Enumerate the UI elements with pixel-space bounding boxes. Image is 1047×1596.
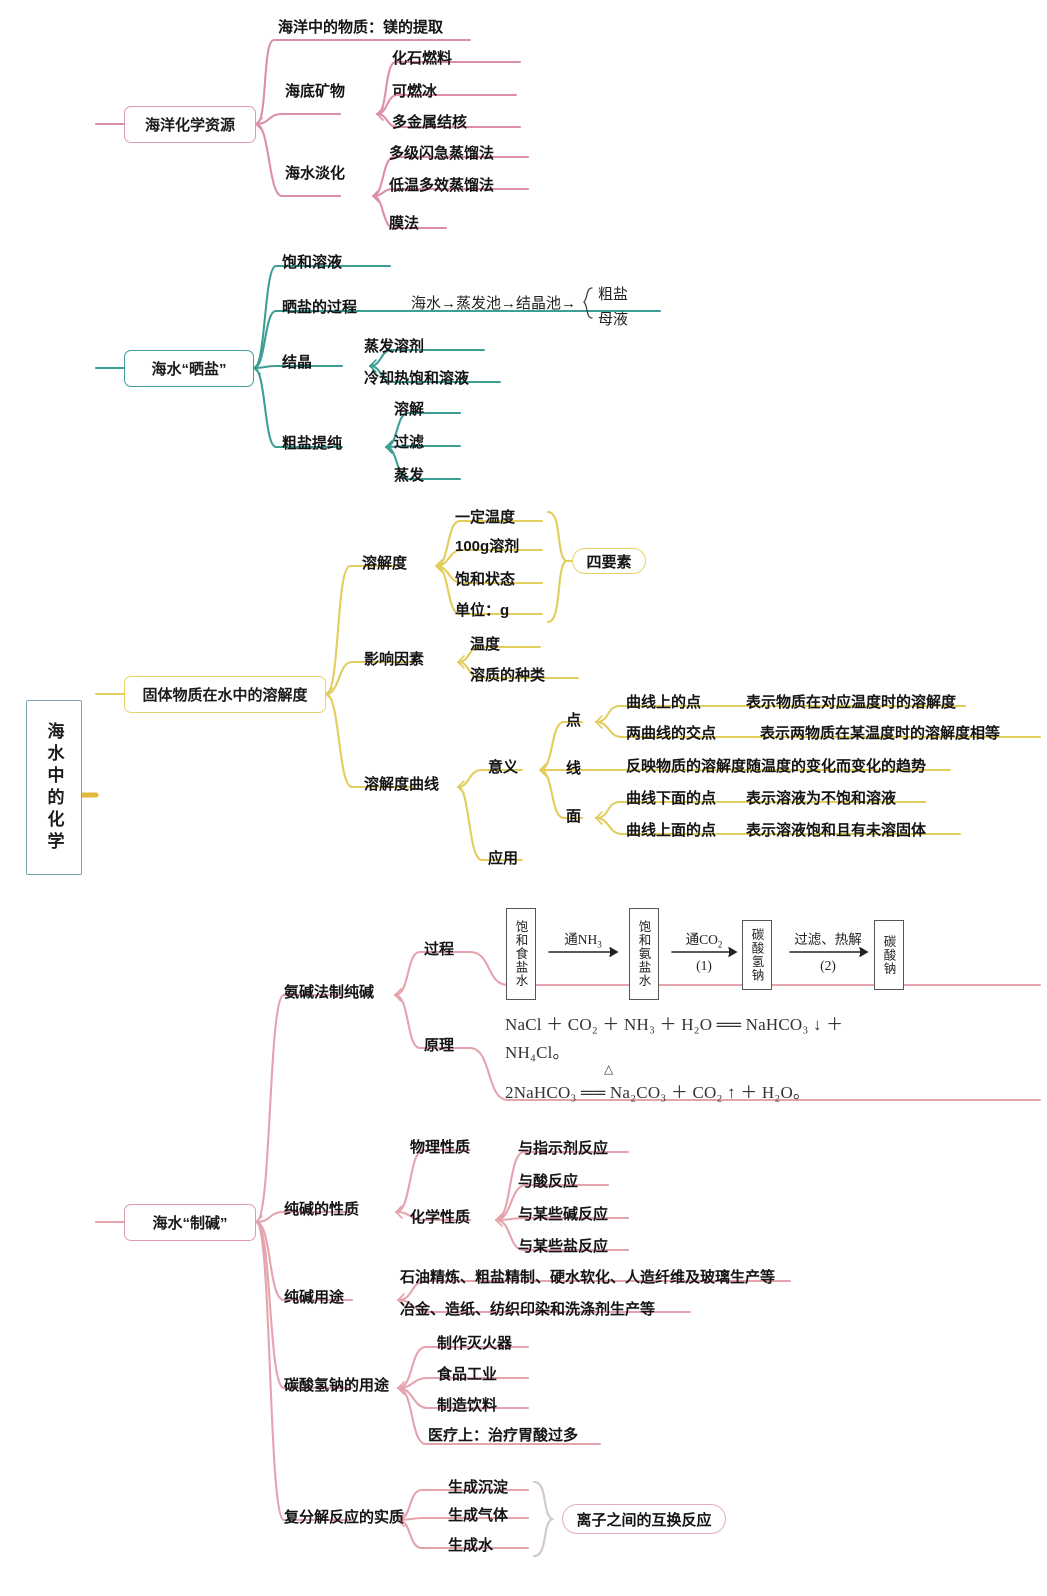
subbranch-metathesis-essence[interactable]: 复分解反应的实质 bbox=[284, 1509, 405, 1526]
leaf-form-water[interactable]: 生成水 bbox=[448, 1537, 494, 1554]
leaf-flammable-ice[interactable]: 可燃冰 bbox=[392, 83, 438, 100]
leaf-point-on-curve[interactable]: 曲线上的点 bbox=[626, 694, 702, 711]
root-node-label: 海水中的化学 bbox=[44, 721, 64, 854]
leaf-membrane-method[interactable]: 膜法 bbox=[389, 215, 420, 232]
leaf-chemical-properties[interactable]: 化学性质 bbox=[410, 1209, 471, 1226]
leaf-point-above-curve[interactable]: 曲线上面的点 bbox=[626, 822, 717, 839]
label-process[interactable]: 过程 bbox=[424, 941, 455, 958]
desc-line-trend: 反映物质的溶解度随温度的变化而变化的趋势 bbox=[626, 758, 927, 775]
leaf-fossil-fuel[interactable]: 化石燃料 bbox=[392, 50, 453, 67]
subbranch-meaning[interactable]: 意义 bbox=[488, 759, 519, 776]
leaf-evaporate-solvent[interactable]: 蒸发溶剂 bbox=[364, 338, 425, 355]
leaf-multistage-flash[interactable]: 多级闪急蒸馏法 bbox=[389, 145, 495, 162]
leaf-low-temp-multi-effect[interactable]: 低温多效蒸馏法 bbox=[389, 177, 495, 194]
leaf-fixed-temperature[interactable]: 一定温度 bbox=[455, 509, 516, 526]
branch-label: 固体物质在水中的溶解度 bbox=[142, 687, 308, 704]
leaf-soda-use-metallurgy[interactable]: 冶金、造纸、纺织印染和洗涤剂生产等 bbox=[400, 1301, 656, 1318]
leaf-cool-hot-saturated[interactable]: 冷却热饱和溶液 bbox=[364, 370, 470, 387]
subbranch-soda-properties[interactable]: 纯碱的性质 bbox=[284, 1201, 360, 1218]
leaf-unit-gram[interactable]: 单位：g bbox=[455, 602, 510, 619]
subbranch-bicarbonate-uses[interactable]: 碳酸氢钠的用途 bbox=[284, 1377, 390, 1394]
branch-label: 海水“晒盐” bbox=[151, 361, 227, 378]
leaf-form-precipitate[interactable]: 生成沉淀 bbox=[448, 1479, 509, 1496]
flowbox-sodium-bicarbonate: 碳酸氢钠 bbox=[742, 920, 772, 990]
capsule-label: 离子之间的互换反应 bbox=[576, 1511, 712, 1529]
flowbox-saturated-brine: 饱和食盐水 bbox=[506, 908, 536, 1000]
leaf-point-below-curve[interactable]: 曲线下面的点 bbox=[626, 790, 717, 807]
leaf-react-acid[interactable]: 与酸反应 bbox=[518, 1173, 579, 1190]
arrow-label-pass-nh3: 通NH3 bbox=[564, 932, 602, 950]
label-point[interactable]: 点 bbox=[566, 712, 582, 729]
leaf-make-beverage[interactable]: 制造饮料 bbox=[437, 1397, 498, 1414]
branch-node-solubility[interactable]: 固体物质在水中的溶解度 bbox=[124, 676, 326, 713]
equation-line-3: 2NaHCO₃ ══ Na₂CO₃ ＋ CO₂ ↑ ＋ H₂O。 bbox=[505, 1083, 811, 1102]
root-node[interactable]: 海水中的化学 bbox=[26, 700, 82, 875]
leaf-filter[interactable]: 过滤 bbox=[394, 434, 425, 451]
flowbox-sodium-carbonate: 碳酸钠 bbox=[874, 920, 904, 990]
desc-point-above-curve: 表示溶液饱和且有未溶固体 bbox=[746, 822, 927, 839]
leaf-ocean-substance-mg[interactable]: 海洋中的物质：镁的提取 bbox=[278, 19, 444, 36]
label-line[interactable]: 线 bbox=[566, 760, 582, 777]
branch-node-soda-making[interactable]: 海水“制碱” bbox=[124, 1204, 256, 1241]
arrow-label-filter-step: (2) bbox=[820, 958, 836, 973]
subbranch-solubility-curve[interactable]: 溶解度曲线 bbox=[364, 776, 440, 793]
capsule-ion-exchange-reaction[interactable]: 离子之间的互换反应 bbox=[562, 1504, 726, 1534]
branch-label: 海洋化学资源 bbox=[144, 117, 235, 134]
subbranch-solvay-process[interactable]: 氨碱法制纯碱 bbox=[284, 984, 375, 1001]
leaf-solute-type[interactable]: 溶质的种类 bbox=[470, 667, 546, 684]
capsule-four-elements[interactable]: 四要素 bbox=[572, 548, 646, 574]
subbranch-influencing-factors[interactable]: 影响因素 bbox=[364, 651, 425, 668]
leaf-saturated-state[interactable]: 饱和状态 bbox=[455, 571, 516, 588]
note-brace-coarse-salt: 粗盐 bbox=[598, 287, 629, 303]
leaf-react-indicator[interactable]: 与指示剂反应 bbox=[518, 1140, 609, 1157]
leaf-make-extinguisher[interactable]: 制作灭火器 bbox=[437, 1335, 513, 1352]
leaf-react-some-bases[interactable]: 与某些碱反应 bbox=[518, 1206, 609, 1223]
leaf-temperature[interactable]: 温度 bbox=[470, 636, 501, 653]
leaf-application[interactable]: 应用 bbox=[488, 850, 519, 867]
arrow-label-filter-pyrolysis: 过滤、热解 bbox=[794, 932, 862, 947]
leaf-curve-intersection[interactable]: 两曲线的交点 bbox=[626, 725, 717, 742]
leaf-dissolve[interactable]: 溶解 bbox=[394, 401, 425, 418]
note-salt-process-chain: 海水→蒸发池→结晶池→ bbox=[411, 296, 577, 312]
subbranch-salt-drying-process[interactable]: 晒盐的过程 bbox=[282, 299, 358, 316]
arrow-label-pass-co2-step: (1) bbox=[696, 958, 712, 973]
leaf-saturated-solution[interactable]: 饱和溶液 bbox=[282, 254, 343, 271]
subbranch-soda-uses[interactable]: 纯碱用途 bbox=[284, 1289, 345, 1306]
leaf-food-industry[interactable]: 食品工业 bbox=[437, 1366, 498, 1383]
equation-line-3-condition: △ bbox=[604, 1062, 614, 1076]
arrow-label-pass-co2: 通CO2 bbox=[685, 932, 723, 950]
leaf-soda-use-industrial[interactable]: 石油精炼、粗盐精制、硬水软化、人造纤维及玻璃生产等 bbox=[400, 1269, 776, 1286]
subbranch-crystallization[interactable]: 结晶 bbox=[282, 354, 313, 371]
subbranch-solubility-def[interactable]: 溶解度 bbox=[362, 555, 408, 572]
label-surface[interactable]: 面 bbox=[566, 808, 582, 825]
capsule-label: 四要素 bbox=[586, 553, 632, 571]
desc-curve-intersection: 表示两物质在某温度时的溶解度相等 bbox=[760, 725, 1001, 742]
label-principle[interactable]: 原理 bbox=[424, 1037, 455, 1054]
leaf-physical-properties[interactable]: 物理性质 bbox=[410, 1139, 471, 1156]
leaf-form-gas[interactable]: 生成气体 bbox=[448, 1507, 509, 1524]
branch-node-ocean-chem-resources[interactable]: 海洋化学资源 bbox=[124, 106, 256, 143]
desc-point-below-curve: 表示溶液为不饱和溶液 bbox=[746, 790, 897, 807]
branch-node-sun-dried-salt[interactable]: 海水“晒盐” bbox=[124, 350, 254, 387]
equation-line-2: NH₄Cl。 bbox=[505, 1043, 570, 1062]
note-brace-mother-liquor: 母液 bbox=[598, 312, 629, 328]
leaf-100g-solvent[interactable]: 100g溶剂 bbox=[455, 538, 520, 555]
leaf-polymetallic-nodule[interactable]: 多金属结核 bbox=[392, 114, 468, 131]
subbranch-seabed-minerals[interactable]: 海底矿物 bbox=[285, 83, 346, 100]
leaf-evaporate[interactable]: 蒸发 bbox=[394, 467, 425, 484]
subbranch-coarse-salt-purification[interactable]: 粗盐提纯 bbox=[282, 435, 343, 452]
equation-line-1: NaCl ＋ CO₂ ＋ NH₃ ＋ H₂O ══ NaHCO₃ ↓ ＋ bbox=[505, 1015, 844, 1034]
subbranch-desalination[interactable]: 海水淡化 bbox=[285, 165, 346, 182]
flowbox-saturated-ammonia-brine: 饱和氨盐水 bbox=[629, 908, 659, 1000]
branch-label: 海水“制碱” bbox=[152, 1215, 228, 1232]
leaf-medical-antacid[interactable]: 医疗上：治疗胃酸过多 bbox=[428, 1427, 579, 1444]
desc-point-on-curve: 表示物质在对应温度时的溶解度 bbox=[746, 694, 957, 711]
leaf-react-some-salts[interactable]: 与某些盐反应 bbox=[518, 1238, 609, 1255]
